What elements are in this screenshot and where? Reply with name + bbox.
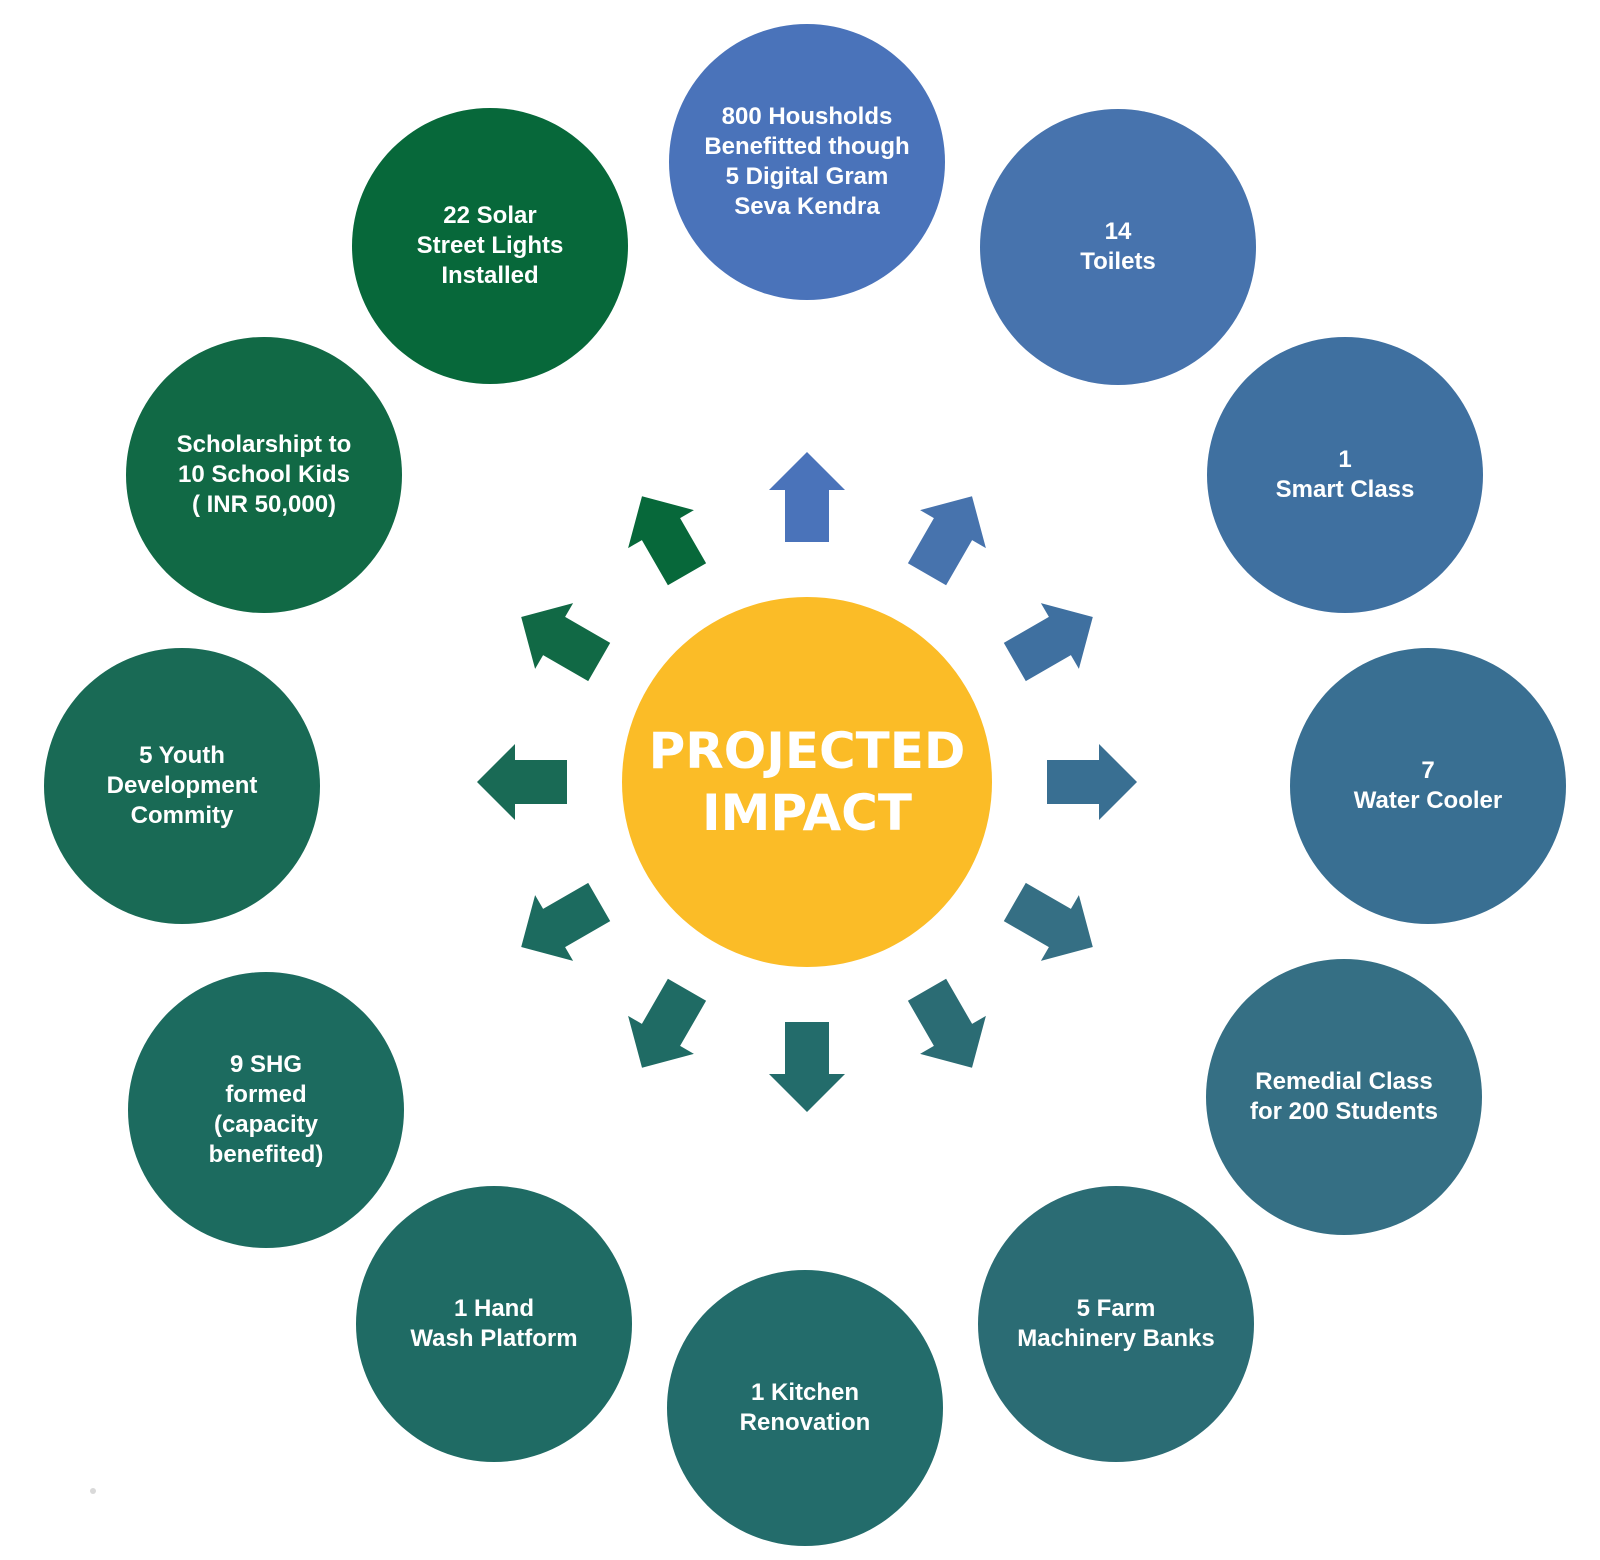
impact-node-label: 9 SHG formed (capacity benefited) [208, 1051, 324, 1168]
decorative-dot [90, 1488, 96, 1494]
arrow-to-shg-formed [521, 882, 611, 961]
impact-node-hand-wash-platform: 1 Hand Wash Platform [356, 1186, 632, 1462]
impact-node-label: 7 Water Cooler [1353, 757, 1503, 814]
arrow-to-hand-wash-platform [628, 978, 707, 1068]
impact-node-remedial-class: Remedial Class for 200 Students [1206, 959, 1482, 1235]
arrow-to-smart-class [1003, 603, 1093, 682]
arrow-to-solar-street-lights [628, 496, 707, 586]
impact-node-toilets: 14 Toilets [980, 109, 1256, 385]
arrow-to-digital-gram-seva [769, 452, 845, 542]
arrow-to-youth-development [477, 744, 567, 820]
impact-node-label: 1 Kitchen Renovation [739, 1379, 871, 1436]
impact-node-label: Remedial Class for 200 Students [1249, 1068, 1439, 1125]
center-title: PROJECTED IMPACT [648, 722, 966, 842]
impact-node-digital-gram-seva: 800 Housholds Benefitted though 5 Digita… [669, 24, 945, 300]
impact-node-label: 5 Youth Development Commity [106, 742, 258, 829]
impact-node-label: 800 Housholds Benefitted though 5 Digita… [704, 103, 910, 220]
impact-node-label: 22 Solar Street Lights Installed [416, 202, 564, 289]
impact-node-kitchen-renovation: 1 Kitchen Renovation [667, 1270, 943, 1546]
impact-node-water-cooler: 7 Water Cooler [1290, 648, 1566, 924]
impact-node-label: Scholarshipt to 10 School Kids ( INR 50,… [176, 431, 352, 518]
impact-node-label: 14 Toilets [1080, 218, 1156, 275]
arrow-to-scholarship [521, 603, 611, 682]
impact-node-shg-formed: 9 SHG formed (capacity benefited) [128, 972, 404, 1248]
impact-node-label: 1 Hand Wash Platform [410, 1295, 578, 1352]
impact-node-smart-class: 1 Smart Class [1207, 337, 1483, 613]
arrow-to-water-cooler [1047, 744, 1137, 820]
impact-node-label: 1 Smart Class [1275, 446, 1415, 503]
arrow-to-kitchen-renovation [769, 1022, 845, 1112]
projected-impact-center: PROJECTED IMPACT [622, 597, 992, 967]
impact-node-farm-machinery-banks: 5 Farm Machinery Banks [978, 1186, 1254, 1462]
arrow-to-farm-machinery-banks [907, 978, 986, 1068]
impact-node-solar-street-lights: 22 Solar Street Lights Installed [352, 108, 628, 384]
arrow-to-toilets [907, 496, 986, 586]
impact-node-youth-development: 5 Youth Development Commity [44, 648, 320, 924]
impact-node-scholarship: Scholarshipt to 10 School Kids ( INR 50,… [126, 337, 402, 613]
arrow-to-remedial-class [1003, 882, 1093, 961]
impact-node-label: 5 Farm Machinery Banks [1017, 1295, 1215, 1352]
